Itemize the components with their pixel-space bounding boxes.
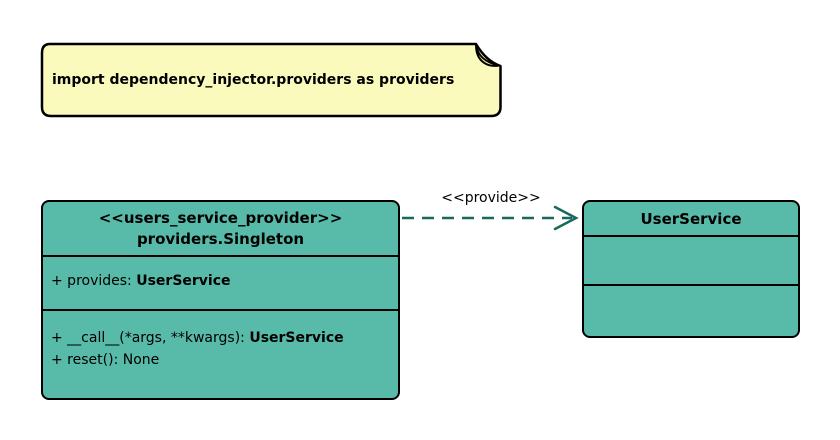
- note-shape: [40, 42, 502, 118]
- attribute-type: UserService: [136, 273, 231, 289]
- class-header: <<users_service_provider>> providers.Sin…: [43, 202, 398, 257]
- note-text: import dependency_injector.providers as …: [52, 72, 455, 88]
- class-box-providers-singleton: <<users_service_provider>> providers.Sin…: [41, 200, 400, 400]
- class-header: UserService: [584, 202, 798, 237]
- class-name: UserService: [640, 209, 742, 228]
- note-import-statement: import dependency_injector.providers as …: [40, 42, 503, 118]
- class-methods-compartment: + __call__(*args, **kwargs): UserService…: [43, 311, 398, 371]
- class-attributes-compartment: + provides: UserService: [43, 257, 398, 311]
- method-call: + __call__(*args, **kwargs): UserService: [51, 327, 390, 349]
- method-reset: + reset(): None: [51, 349, 390, 371]
- provide-arrow-icon: [402, 205, 579, 231]
- note-fold-icon: [475, 44, 500, 67]
- class-attributes-compartment-empty: [584, 237, 798, 286]
- method-type: UserService: [249, 330, 344, 346]
- class-stereotype: <<users_service_provider>>: [98, 209, 343, 227]
- relation-label: <<provide>>: [441, 190, 541, 206]
- attribute-text: + provides:: [51, 273, 137, 289]
- note-body-shape: [40, 42, 502, 118]
- class-name: providers.Singleton: [136, 230, 305, 248]
- class-methods-compartment-empty: [584, 286, 798, 336]
- attribute-provides: + provides: UserService: [51, 271, 390, 291]
- method-text: + __call__(*args, **kwargs):: [51, 330, 250, 346]
- method-text: + reset(): None: [51, 352, 160, 368]
- class-box-userservice: UserService: [582, 200, 800, 338]
